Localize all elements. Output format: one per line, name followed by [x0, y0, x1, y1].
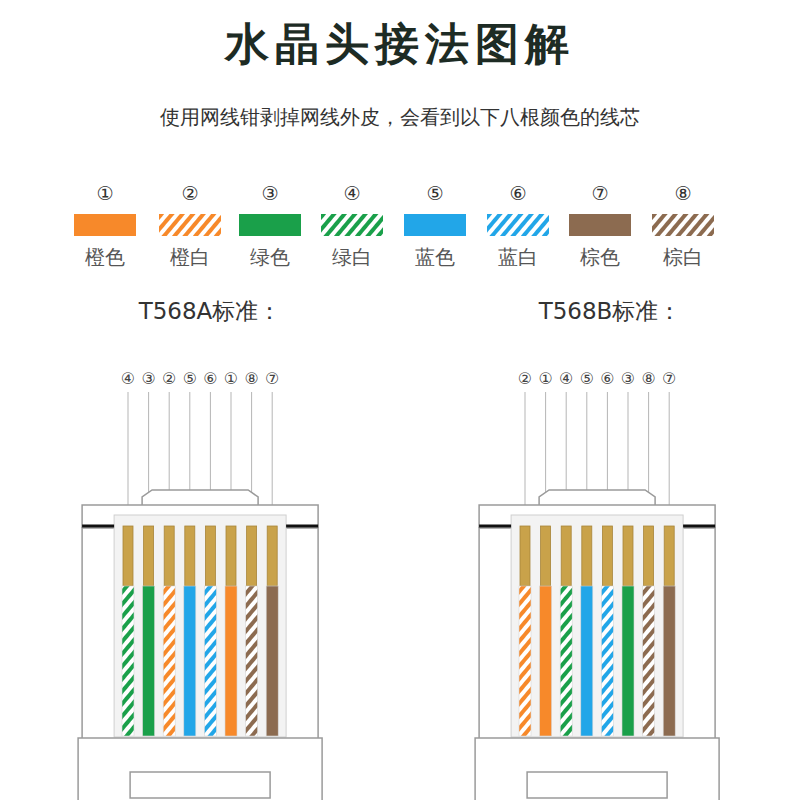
pin-callout: ⑤ — [580, 370, 594, 388]
wire-core — [581, 586, 593, 736]
standard-label: T568B标准： — [539, 299, 682, 324]
standard-label: T568A标准： — [139, 299, 282, 324]
gold-contact — [520, 526, 530, 586]
color-swatch — [239, 214, 301, 236]
rj45-plug — [78, 392, 322, 800]
pin-callout: ⑥ — [600, 370, 614, 388]
callout-number: ⑧ — [674, 183, 691, 204]
pin-callout: ⑦ — [662, 370, 676, 388]
color-swatch — [74, 214, 136, 236]
plug-edge — [82, 525, 114, 528]
pin-callout: ⑤ — [183, 370, 197, 388]
title: 水晶头接法图解 — [225, 20, 575, 68]
pin-callout: ⑧ — [244, 370, 258, 388]
gold-contact — [644, 526, 654, 586]
legend-text: 绿白 — [332, 246, 372, 268]
wire-core — [519, 586, 531, 736]
gold-contact — [623, 526, 633, 586]
plug-collar — [78, 738, 322, 800]
wire-core — [540, 586, 552, 736]
legend-text: 橙白 — [170, 246, 210, 268]
wire-core — [184, 586, 196, 736]
wire-core — [560, 586, 572, 736]
pin-callout: ④ — [559, 370, 573, 388]
plug-slot — [527, 772, 667, 798]
pin-callout: ⑧ — [641, 370, 655, 388]
gold-contact — [561, 526, 571, 586]
plug-edge — [286, 525, 318, 528]
striped-swatch — [652, 214, 714, 236]
gold-contact — [541, 526, 551, 586]
callout-number: ⑦ — [591, 183, 608, 204]
wire-core — [622, 586, 634, 736]
leader-line — [669, 392, 670, 524]
pin-callout: ③ — [621, 370, 635, 388]
plug-latch — [539, 490, 655, 505]
pin-callout: ② — [518, 370, 532, 388]
color-swatch — [487, 214, 549, 236]
callout-number: ① — [96, 183, 113, 204]
striped-swatch — [321, 214, 383, 236]
legend-text: 棕色 — [580, 246, 620, 268]
plug-edge — [683, 525, 715, 528]
plug-window — [511, 515, 683, 737]
legend-text: 蓝白 — [498, 246, 538, 268]
plug-collar — [475, 738, 719, 800]
gold-contact — [602, 526, 612, 586]
leader-line — [525, 392, 526, 524]
color-swatch — [321, 214, 383, 236]
gold-contact — [144, 526, 154, 586]
pin-callout: ① — [224, 370, 238, 388]
plug-edge — [479, 525, 511, 528]
wire-core — [663, 586, 675, 736]
gold-contact — [164, 526, 174, 586]
gold-contact — [226, 526, 236, 586]
rj45-plug — [475, 392, 719, 800]
gold-contact — [185, 526, 195, 586]
color-swatch — [569, 214, 631, 236]
legend-text: 棕白 — [663, 246, 703, 268]
wire-core — [143, 586, 155, 736]
callout-number: ④ — [343, 183, 360, 204]
callout-number: ⑤ — [426, 183, 443, 204]
leader-line — [128, 392, 129, 524]
gold-contact — [664, 526, 674, 586]
gold-contact — [247, 526, 257, 586]
callout-number: ③ — [261, 183, 278, 204]
callout-number: ② — [181, 183, 198, 204]
subtitle: 使用网线钳剥掉网线外皮，会看到以下八根颜色的线芯 — [160, 106, 640, 128]
wire-core — [122, 586, 134, 736]
wire-core — [643, 586, 655, 736]
pin-callout: ① — [538, 370, 552, 388]
wire-core — [204, 586, 216, 736]
gold-contact — [267, 526, 277, 586]
wire-core — [225, 586, 237, 736]
legend-text: 橙色 — [85, 246, 125, 268]
color-swatch — [652, 214, 714, 236]
gold-contact — [123, 526, 133, 586]
color-swatch — [404, 214, 466, 236]
plug-slot — [130, 772, 270, 798]
striped-swatch — [159, 214, 221, 236]
pin-callout: ④ — [121, 370, 135, 388]
wire-core — [246, 586, 258, 736]
gold-contact — [205, 526, 215, 586]
plug-latch — [142, 490, 258, 505]
wire-core — [266, 586, 278, 736]
color-swatch — [159, 214, 221, 236]
wire-core — [163, 586, 175, 736]
pin-callout: ⑥ — [203, 370, 217, 388]
legend-text: 蓝色 — [415, 246, 455, 268]
callout-number: ⑥ — [509, 183, 526, 204]
wire-core — [601, 586, 613, 736]
gold-contact — [582, 526, 592, 586]
plug-window — [114, 515, 286, 737]
leader-line — [272, 392, 273, 524]
pin-callout: ③ — [141, 370, 155, 388]
striped-swatch — [487, 214, 549, 236]
legend-text: 绿色 — [250, 246, 290, 268]
pin-callout: ② — [162, 370, 176, 388]
pin-callout: ⑦ — [265, 370, 279, 388]
